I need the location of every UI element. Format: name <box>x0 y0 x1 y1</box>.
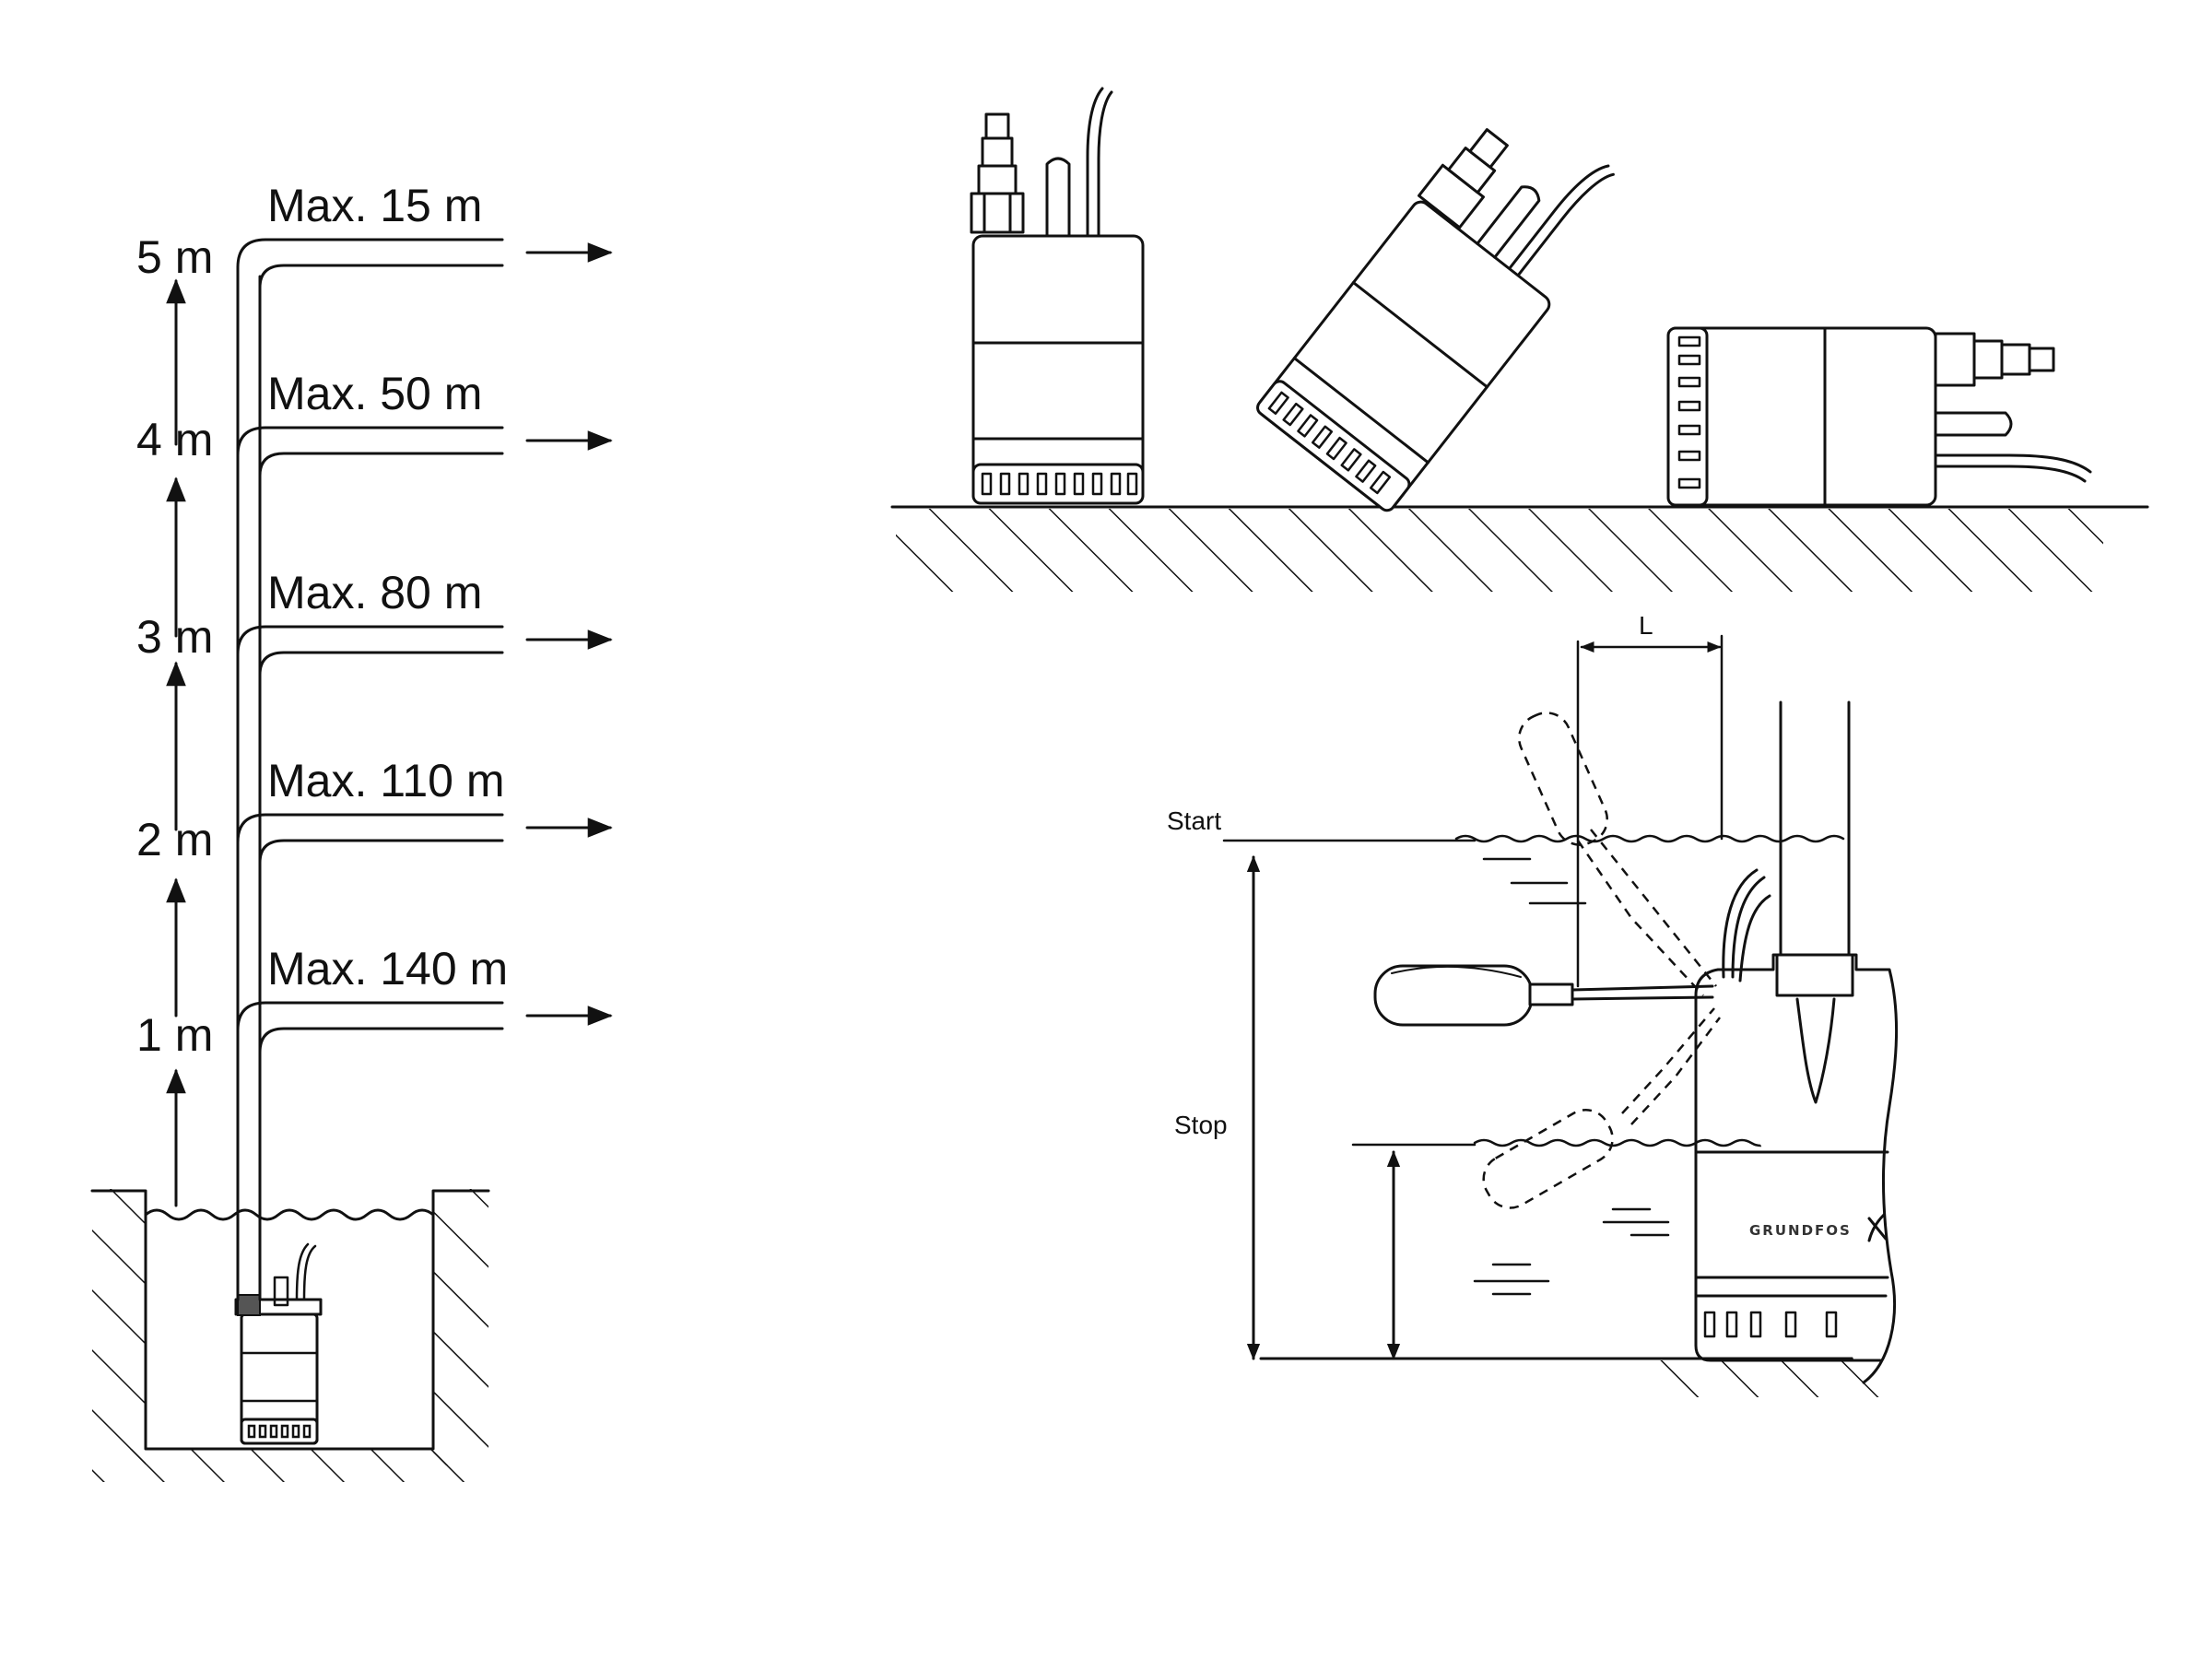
length-dimension <box>1576 634 1724 988</box>
float-switch-diagram: Start Stop L <box>1167 611 1899 1397</box>
height-label-5m: 5 m <box>136 231 213 283</box>
length-label: L <box>1639 611 1653 640</box>
pump-tilted-icon <box>1256 128 1615 512</box>
height-label-2m: 2 m <box>136 814 213 865</box>
head-diagram: 1 m 2 m 3 m 4 m 5 m Max. 140 m Max. 110 … <box>90 180 613 1482</box>
max-length-label-80m: Max. 80 m <box>267 567 482 618</box>
start-label: Start <box>1167 806 1221 835</box>
start-water-level <box>1454 834 1845 843</box>
height-label-1m: 1 m <box>136 1009 213 1061</box>
max-length-label-140m: Max. 140 m <box>267 943 508 994</box>
float-switch-down-position <box>1482 1007 1721 1209</box>
riser-pipe <box>236 265 262 1301</box>
pump-upright-icon <box>970 87 1145 505</box>
float-switch-icon <box>1373 964 1714 1027</box>
max-length-label-50m: Max. 50 m <box>267 368 482 419</box>
sump-pump-icon <box>234 1242 323 1445</box>
grundfos-brand-mark: GRUNDFOS <box>1749 1222 1852 1239</box>
grundfos-x-logo-icon <box>1867 1213 1888 1242</box>
max-length-label-15m: Max. 15 m <box>267 180 482 231</box>
sump-water-surface <box>144 1208 435 1221</box>
pump-horizontal-icon <box>1666 326 2092 507</box>
water-ripple-marks <box>1473 857 1670 1296</box>
pump-positions-diagram <box>890 87 2149 592</box>
max-length-label-110m: Max. 110 m <box>267 755 505 806</box>
pump-body-icon <box>1694 868 1899 1384</box>
discharge-branches <box>236 238 613 1054</box>
sump-pit <box>90 1189 490 1482</box>
stop-label: Stop <box>1174 1111 1228 1139</box>
float-switch-up-position <box>1517 712 1717 996</box>
height-label-4m: 4 m <box>136 414 213 465</box>
height-label-3m: 3 m <box>136 611 213 663</box>
